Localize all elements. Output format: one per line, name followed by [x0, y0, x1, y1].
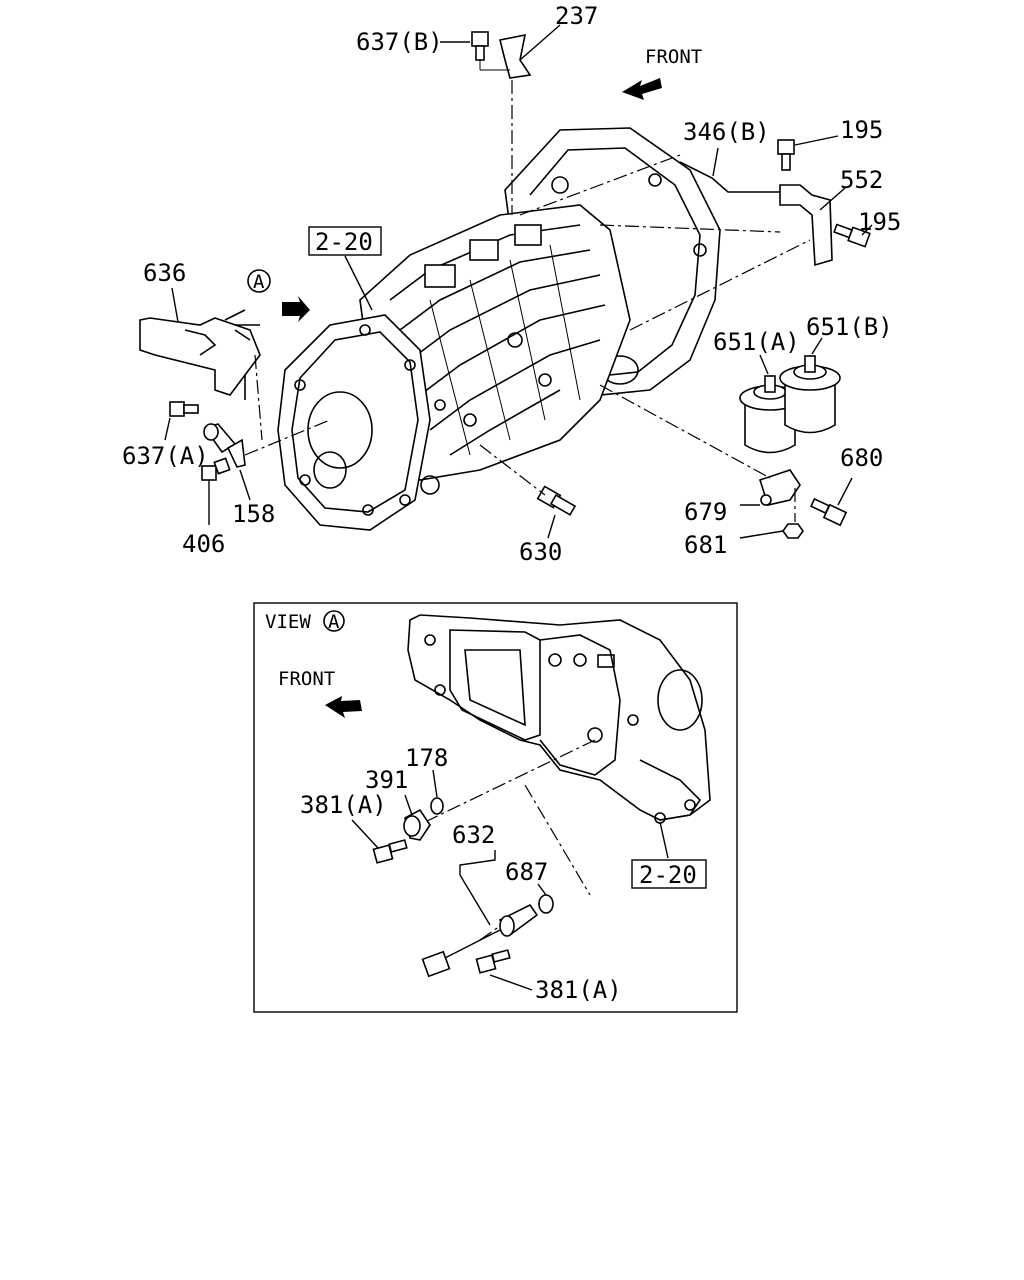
bracket-237 [499, 33, 532, 79]
label-178: 178 [405, 744, 448, 772]
o-ring-687 [538, 894, 554, 914]
label-406: 406 [182, 530, 225, 558]
ref-box-2-20-main [308, 226, 382, 256]
label-632: 632 [452, 821, 495, 849]
front-arrow-icon [622, 78, 662, 100]
label-679: 679 [684, 498, 727, 526]
bolt-637b [471, 31, 489, 61]
view-a-inset-frame [253, 602, 738, 1013]
label-381a-bottom: 381(A) [535, 976, 622, 1004]
label-651b: 651(B) [806, 313, 893, 341]
bolt-406 [201, 457, 231, 481]
nut-681 [782, 523, 804, 539]
bolt-195-lower [833, 223, 871, 248]
label-front-inset: FRONT [278, 668, 335, 690]
bolt-381a-bottom [475, 949, 511, 974]
sensor-158 [203, 423, 246, 468]
mount-651b [779, 355, 841, 434]
inset-title: VIEW [265, 611, 311, 633]
o-ring-178 [430, 797, 444, 815]
view-a-marker-inset [323, 610, 345, 632]
label-381a-top: 381(A) [300, 791, 387, 819]
inset-case-detail [407, 614, 711, 824]
switch-391 [403, 808, 431, 841]
bracket-636 [139, 309, 261, 400]
bolt-637a [169, 401, 199, 417]
view-a-marker-main [247, 269, 271, 293]
label-158: 158 [232, 500, 275, 528]
label-2-20-main: 2-20 [315, 228, 373, 256]
label-681: 681 [684, 531, 727, 559]
front-arrow-inset-icon [325, 696, 362, 718]
label-2-20-inset: 2-20 [639, 861, 697, 889]
bracket-632-leader [459, 850, 496, 875]
inset-title-marker: A [328, 611, 340, 633]
label-651a: 651(A) [713, 328, 800, 356]
label-636: 636 [143, 259, 186, 287]
view-a-arrow-icon [282, 296, 310, 322]
bracket-552 [779, 184, 833, 267]
tube-346b [679, 161, 785, 193]
label-687: 687 [505, 858, 548, 886]
transmission-assembly [277, 127, 721, 531]
label-front-main: FRONT [645, 46, 702, 68]
label-391: 391 [365, 766, 408, 794]
sensor-630 [536, 485, 577, 516]
label-view-a-marker-main: A [253, 271, 265, 293]
label-346b: 346(B) [683, 118, 770, 146]
label-680: 680 [840, 444, 883, 472]
label-637b: 637(B) [356, 28, 443, 56]
label-195-upper: 195 [840, 116, 883, 144]
bolt-381a-top [372, 839, 408, 864]
label-637a: 637(A) [122, 442, 209, 470]
label-195-lower: 195 [858, 208, 901, 236]
bolt-680 [809, 497, 848, 527]
bolt-195-upper [777, 139, 795, 171]
sensor-632 [421, 903, 539, 978]
label-237: 237 [555, 2, 598, 30]
label-630: 630 [519, 538, 562, 566]
ref-box-2-20-inset [631, 859, 707, 889]
label-552: 552 [840, 166, 883, 194]
